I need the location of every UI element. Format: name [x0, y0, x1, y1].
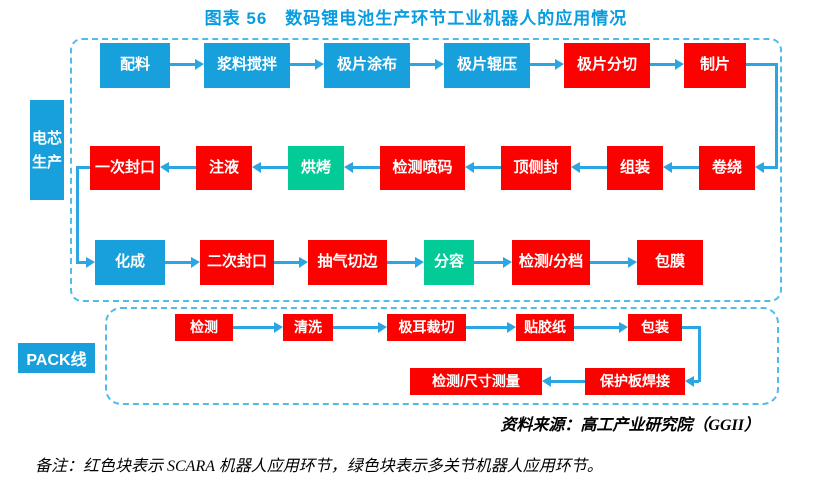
flow-node-baozhuang: 包装: [628, 314, 682, 341]
arrow-left: [542, 376, 585, 387]
flow-node-zhipian: 制片: [684, 43, 746, 88]
arrow-right: [290, 59, 324, 70]
legend-note: 备注：红色块表示 SCARA 机器人应用环节，绿色块表示多关节机器人应用环节。: [35, 458, 603, 475]
arrow-right: [474, 257, 512, 268]
flow-node-jipian-genya: 极片辊压: [444, 43, 530, 88]
arrow-right: [76, 257, 95, 268]
flow-node-chouqi-qiebian: 抽气切边: [308, 240, 387, 285]
flow-node-dingcefeng: 顶侧封: [501, 146, 571, 190]
flow-node-erci-fengkou: 二次封口: [200, 240, 274, 285]
arrow-right: [170, 59, 204, 70]
flow-node-jiance-fendang: 检测/分档: [512, 240, 590, 285]
flow-node-pack-jiance: 检测: [175, 314, 233, 341]
connector-line: [682, 326, 701, 329]
arrow-left: [465, 162, 501, 173]
arrow-right: [590, 257, 637, 268]
arrow-left: [344, 162, 380, 173]
flow-node-hongkao: 烘烤: [288, 146, 344, 190]
pack-line-label: PACK线: [18, 343, 95, 373]
connector-line: [76, 166, 90, 169]
cell-production-label-text: 电芯生产: [31, 130, 62, 171]
cell-production-section-border: [70, 38, 782, 302]
pack-line-section-border: [105, 307, 779, 405]
flow-node-fenrong: 分容: [424, 240, 474, 285]
arrow-right: [650, 59, 684, 70]
arrow-right: [530, 59, 564, 70]
flow-node-juanrao: 卷绕: [699, 146, 755, 190]
flow-node-jipian-tubu: 极片涂布: [324, 43, 410, 88]
flow-node-jiance-chicun-celiang: 检测/尺寸测量: [410, 368, 542, 395]
arrow-right: [574, 322, 628, 333]
arrow-right: [387, 257, 424, 268]
arrow-left: [252, 162, 288, 173]
flow-node-jipian-fenqie: 极片分切: [564, 43, 650, 88]
arrow-left: [663, 162, 699, 173]
arrow-right: [165, 257, 200, 268]
flow-node-huacheng: 化成: [95, 240, 165, 285]
flow-node-baohuban-hanjie: 保护板焊接: [585, 368, 685, 395]
flow-node-peiliao: 配料: [100, 43, 170, 88]
arrow-right: [466, 322, 516, 333]
flow-node-zuzhuang: 组装: [607, 146, 663, 190]
arrow-right: [410, 59, 444, 70]
arrow-right: [233, 322, 283, 333]
arrow-right: [333, 322, 387, 333]
flow-node-zhuye: 注液: [196, 146, 252, 190]
arrow-left: [571, 162, 607, 173]
flow-node-yici-fengkou: 一次封口: [90, 146, 160, 190]
flow-node-jier-caiqie: 极耳裁切: [387, 314, 466, 341]
flow-node-baomo: 包膜: [637, 240, 703, 285]
connector-line: [746, 63, 778, 66]
cell-production-label: 电芯生产: [30, 100, 64, 200]
connector-line: [698, 326, 701, 382]
figure-title: 图表 56 数码锂电池生产环节工业机器人的应用情况: [204, 9, 628, 28]
source-note: 资料来源：高工产业研究院（GGII）: [500, 417, 760, 434]
flow-node-qingxi: 清洗: [283, 314, 333, 341]
connector-line: [775, 63, 778, 169]
arrow-right: [274, 257, 308, 268]
arrow-left: [160, 162, 196, 173]
arrow-left: [755, 162, 776, 173]
pack-line-label-text: PACK线: [26, 352, 87, 369]
arrow-left: [685, 376, 699, 387]
flow-node-jiance-penma: 检测喷码: [380, 146, 465, 190]
connector-line: [76, 166, 79, 264]
flow-node-tiejiaozhi: 贴胶纸: [516, 314, 574, 341]
flow-node-jiangliao-jiaoban: 浆料搅拌: [204, 43, 290, 88]
